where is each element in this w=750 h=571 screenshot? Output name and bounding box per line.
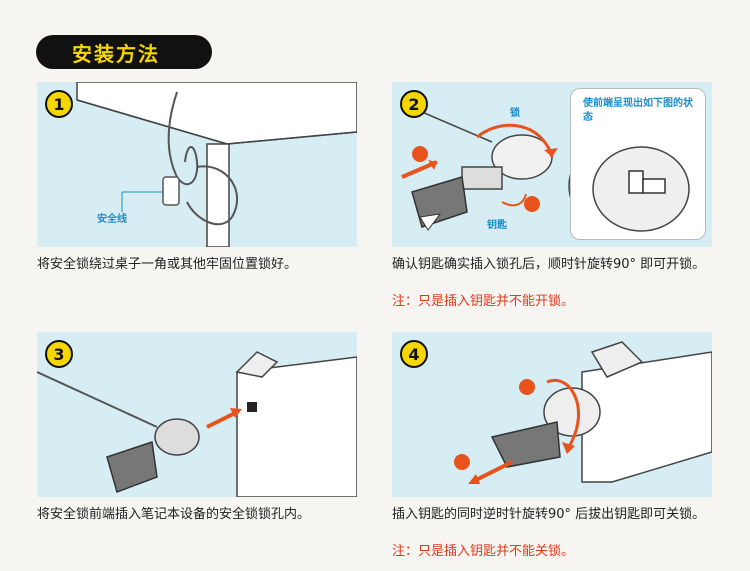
step-3-caption: 将安全锁前端插入笔记本设备的安全锁锁孔内。	[37, 507, 311, 522]
step-1-caption: 将安全锁绕过桌子一角或其他牢固位置锁好。	[37, 257, 298, 272]
insert-lock-drawing	[37, 351, 357, 497]
security-cable-label: 安全线	[97, 214, 127, 225]
lock-front-detail	[592, 146, 690, 232]
step-4-note: 注：只是插入钥匙并不能关锁。	[392, 544, 575, 559]
callout-text: 使前端呈现出如下图的状态	[583, 98, 693, 123]
step-number-badge: 1	[45, 90, 73, 118]
callout-bubble: 使前端呈现出如下图的状态	[570, 88, 706, 240]
lock-label: 锁	[510, 108, 520, 119]
step-3-illustration: 3	[37, 332, 357, 497]
step-2-caption: 确认钥匙确实插入锁孔后，顺时针旋转90° 即可开锁。	[392, 257, 706, 272]
step-4-illustration: 4	[392, 332, 712, 497]
step-2-illustration: 2 使前端呈现出如下图的状态 锁 钥匙	[392, 82, 712, 247]
step-4-caption: 插入钥匙的同时逆时针旋转90° 后拔出钥匙即可关锁。	[392, 507, 706, 522]
step-2-note: 注：只是插入钥匙并不能开锁。	[392, 294, 575, 309]
step-number-badge: 3	[45, 340, 73, 368]
key-label: 钥匙	[487, 220, 507, 231]
step-number-badge: 4	[400, 340, 428, 368]
section-title: 安装方法	[36, 35, 212, 69]
step-1-illustration: 1 安全线	[37, 82, 357, 247]
section-title-text: 安装方法	[72, 41, 160, 66]
table-corner-cable-drawing	[37, 82, 357, 247]
step-number-badge: 2	[400, 90, 428, 118]
lock-and-remove-key-drawing	[454, 341, 712, 484]
